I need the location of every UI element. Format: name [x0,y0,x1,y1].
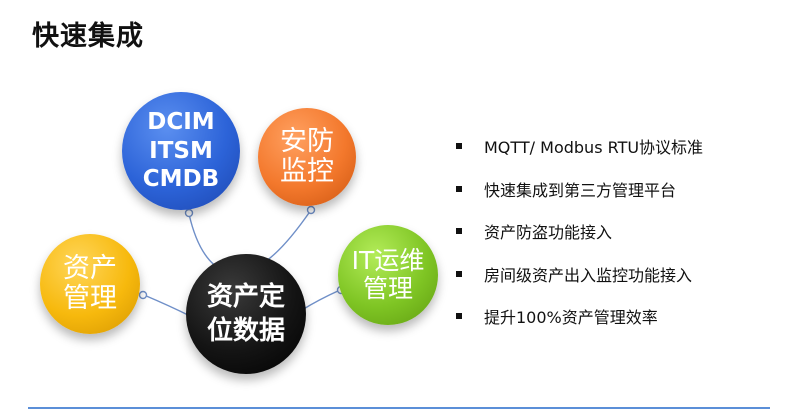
page-title: 快速集成 [32,21,144,52]
hub-label: 位数据 [206,316,285,346]
bullet-square-icon [456,228,462,235]
bullet-square-icon [456,313,462,320]
node-label: DCIM [147,108,215,135]
bullet-square-icon [456,143,462,150]
connector-dot-asset [138,290,148,300]
list-item-text: 快速集成到第三方管理平台 [484,180,677,200]
it-operations-node: IT运维 管理 [338,225,438,325]
bullet-square-icon [456,270,462,277]
asset-management-node: 资产 管理 [40,234,140,334]
list-item-text: 提升100%资产管理效率 [484,308,658,328]
security-monitoring-node: 安防 监控 [258,108,356,206]
list-item: 快速集成到第三方管理平台 [456,168,703,211]
hub-label: 资产定 [206,281,285,312]
list-item: MQTT/ Modbus RTU协议标准 [456,125,703,168]
node-label: 管理 [63,283,117,314]
feature-list: MQTT/ Modbus RTU协议标准 快速集成到第三方管理平台 资产防盗功能… [456,125,703,338]
connector-dot-security [306,205,316,215]
list-item-text: 资产防盗功能接入 [484,223,613,243]
list-item-text: 房间级资产出入监控功能接入 [484,265,693,285]
list-item: 提升100%资产管理效率 [456,295,703,338]
node-label: ITSM [149,137,213,164]
dcim-itsm-cmdb-node: DCIM ITSM CMDB [122,92,240,210]
list-item-text: MQTT/ Modbus RTU协议标准 [484,138,704,158]
list-item: 房间级资产出入监控功能接入 [456,253,703,296]
list-item: 资产防盗功能接入 [456,210,703,253]
connector-it [301,289,341,311]
footer-divider [28,407,770,409]
node-label: 管理 [362,274,413,303]
connector-dot-dcim [184,208,194,218]
bullet-square-icon [456,185,462,192]
node-label: IT运维 [351,246,425,275]
node-label: 资产 [63,252,117,284]
node-label: 安防 [280,125,334,157]
node-label: CMDB [142,166,220,193]
asset-location-data-hub: 资产定 位数据 [186,254,306,374]
node-label: 监控 [280,156,334,187]
connector-asset [143,294,191,317]
